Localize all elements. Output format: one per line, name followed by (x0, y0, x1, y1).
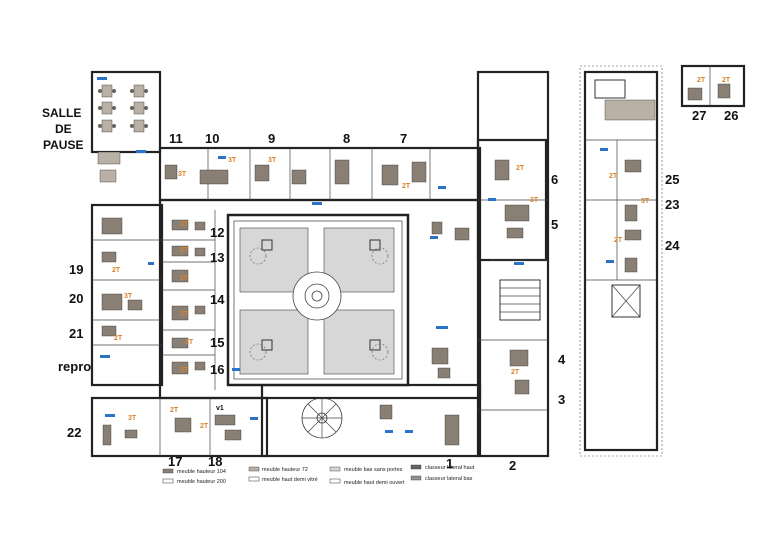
room-18: 18 (208, 454, 222, 469)
room-19: 19 (69, 262, 83, 277)
tag-2t: 2T (516, 165, 525, 172)
legend: meuble hauteur 104 meuble hauteur 200 me… (162, 464, 475, 486)
room-7: 7 (400, 131, 407, 146)
tag-2t: 2T (185, 339, 194, 346)
tag-3t: 3T (268, 157, 277, 164)
legend-item: meuble hauteur 104 (177, 469, 226, 475)
svg-text:DE: DE (55, 122, 72, 136)
spiral-staircase (301, 397, 343, 439)
tag-3t: 3T (180, 367, 189, 374)
legend-item: classeur lateral haut (425, 465, 475, 471)
salle-de-pause-label: SALLE DE PAUSE (42, 106, 83, 152)
tag-3t: 3T (124, 293, 133, 300)
room-2: 2 (509, 458, 516, 473)
legend-item: meuble haut demi ouvert (344, 480, 405, 486)
room-numbers: 1 2 3 4 5 6 7 8 9 10 11 12 13 14 15 16 1… (58, 108, 738, 473)
room-21: 21 (69, 326, 83, 341)
building-walls (90, 64, 746, 458)
room-6: 6 (551, 172, 558, 187)
svg-text:SALLE: SALLE (42, 106, 81, 120)
tag-2t: 2T (402, 183, 411, 190)
tag-3t: 3T (178, 171, 187, 178)
tag-3t: 3T (641, 198, 650, 205)
tag-2t: 2T (180, 275, 189, 282)
room-15: 15 (210, 335, 224, 350)
tag-2t: 2T (112, 267, 121, 274)
tag-3t: 3T (228, 157, 237, 164)
tag-3t: 3T (530, 197, 539, 204)
room-20: 20 (69, 291, 83, 306)
room-16: 16 (210, 362, 224, 377)
tag-2t: 2T (722, 77, 731, 84)
tag-2t: 2T (170, 407, 179, 414)
stairwells (499, 79, 641, 321)
tag-2t: 2T (609, 173, 618, 180)
furniture (97, 83, 731, 446)
tag-v1: v1 (216, 405, 224, 412)
room-23: 23 (665, 197, 679, 212)
room-8: 8 (343, 131, 350, 146)
svg-text:PAUSE: PAUSE (43, 138, 83, 152)
room-24: 24 (665, 238, 680, 253)
tag-2t: 2T (200, 423, 209, 430)
room-9: 9 (268, 131, 275, 146)
room-14: 14 (210, 292, 225, 307)
room-1: 1 (446, 456, 453, 471)
room-10: 10 (205, 131, 219, 146)
room-3: 3 (558, 392, 565, 407)
network-outlets (97, 77, 614, 433)
tag-3t: 3T (180, 311, 189, 318)
room-17: 17 (168, 454, 182, 469)
room-repro: repro (58, 359, 91, 374)
tag-2t: 2T (114, 335, 123, 342)
legend-item: meuble bas sans portes (344, 467, 403, 473)
room-13: 13 (210, 250, 224, 265)
tag-3t: 3T (128, 415, 137, 422)
legend-item: classeur lateral bas (425, 476, 473, 482)
legend-item: meuble hauteur 72 (262, 467, 308, 473)
room-5: 5 (551, 217, 558, 232)
tag-2t: 2T (697, 77, 706, 84)
tag-2t: 2T (180, 221, 189, 228)
courtyard (226, 213, 410, 387)
room-12: 12 (210, 225, 224, 240)
room-27: 27 (692, 108, 706, 123)
room-25: 25 (665, 172, 679, 187)
tag-2t: 2T (614, 237, 623, 244)
legend-item: meuble haut demi vitré (262, 477, 318, 483)
room-26: 26 (724, 108, 738, 123)
room-11: 11 (169, 131, 183, 146)
tag-2t: 2T (511, 369, 520, 376)
legend-item: meuble hauteur 200 (177, 479, 226, 485)
room-22: 22 (67, 425, 81, 440)
tag-2t: 2T (180, 247, 189, 254)
room-4: 4 (558, 352, 566, 367)
occupancy-tags: 3T 3T 3T 2T 2T 2T 2T 3T 2T 3T 2T 3T 2T 3… (112, 77, 731, 430)
